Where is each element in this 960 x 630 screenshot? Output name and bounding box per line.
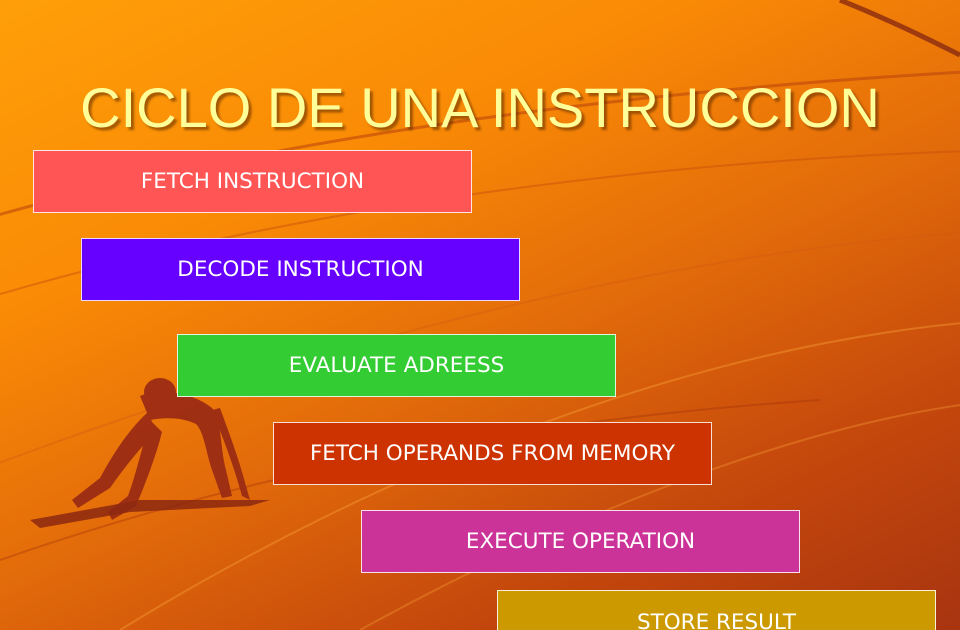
step-fetch-operands: FETCH OPERANDS FROM MEMORY xyxy=(273,422,712,485)
step-label: FETCH INSTRUCTION xyxy=(140,169,365,194)
step-store-result: STORE RESULT xyxy=(497,590,936,630)
step-fetch-instruction: FETCH INSTRUCTION xyxy=(33,150,472,213)
step-execute-operation: EXECUTE OPERATION xyxy=(361,510,800,573)
step-label: EVALUATE ADREESS xyxy=(288,353,505,378)
step-label: STORE RESULT xyxy=(636,610,797,630)
step-decode-instruction: DECODE INSTRUCTION xyxy=(81,238,520,301)
step-label: EXECUTE OPERATION xyxy=(465,529,696,554)
step-evaluate-address: EVALUATE ADREESS xyxy=(177,334,616,397)
step-label: DECODE INSTRUCTION xyxy=(177,257,424,282)
runner-figure xyxy=(72,378,250,520)
step-label: FETCH OPERANDS FROM MEMORY xyxy=(309,441,676,466)
slide-title: CICLO DE UNA INSTRUCCION xyxy=(80,76,880,139)
